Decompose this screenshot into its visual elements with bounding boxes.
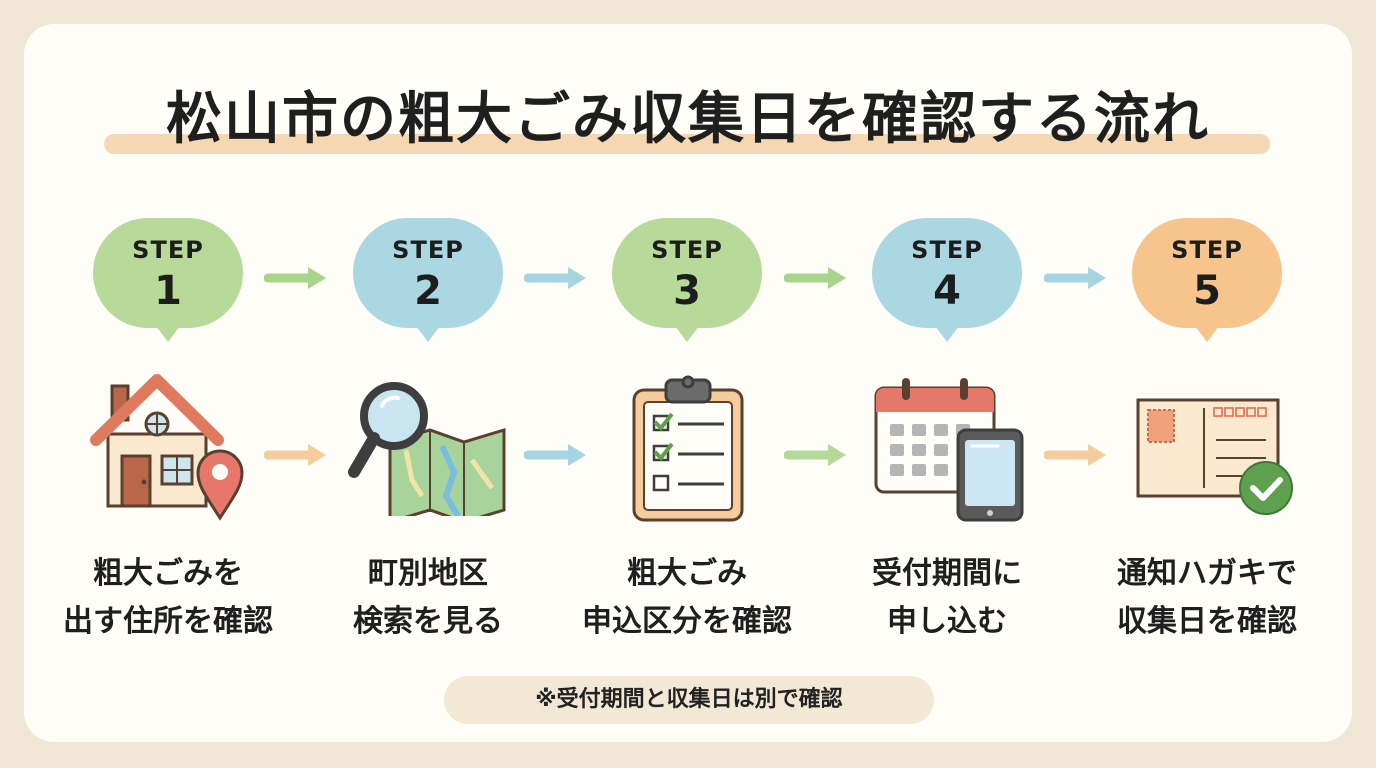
step-2-caption-line1: 町別地区: [368, 556, 488, 591]
arrow-right-icon: [784, 444, 846, 466]
step-2-caption-line2: 検索を見る: [353, 604, 503, 639]
arrow-right-icon: [784, 267, 846, 289]
house-location-icon: [90, 374, 244, 521]
calendar-phone-icon: [874, 378, 1024, 522]
step-1-caption-line1: 粗大ごみを: [93, 556, 243, 591]
arrow-right-icon: [264, 267, 326, 289]
step-5-caption: 通知ハガキで 収集日を確認: [1072, 550, 1342, 646]
step-2-bubble: STEP 2: [353, 218, 503, 342]
page-title: 松山市の粗大ごみ収集日を確認する流れ: [166, 87, 1210, 152]
step-2-label: STEP: [392, 236, 464, 264]
step-3-label: STEP: [651, 236, 723, 264]
step-5-caption-line1: 通知ハガキで: [1117, 556, 1297, 591]
magnifier-map-icon: [348, 382, 506, 516]
step-5-bubble: STEP 5: [1132, 218, 1282, 342]
step-1-bubble: STEP 1: [93, 218, 243, 342]
step-1-number: 1: [154, 268, 182, 314]
step-1-caption: 粗大ごみを 出す住所を確認: [33, 550, 303, 646]
arrow-right-icon: [264, 444, 326, 466]
step-4-caption-line2: 申し込む: [887, 604, 1007, 639]
step-2-number: 2: [414, 268, 442, 314]
step-4-bubble: STEP 4: [872, 218, 1022, 342]
footnote-badge: ※受付期間と収集日は別で確認: [444, 676, 934, 724]
postcard-check-icon: [1136, 398, 1293, 515]
step-4-number: 4: [933, 268, 961, 314]
step-3-number: 3: [673, 268, 701, 314]
arrow-right-icon: [524, 444, 586, 466]
step-4-caption: 受付期間に 申し込む: [812, 550, 1082, 646]
arrow-right-icon: [1044, 444, 1106, 466]
step-5-caption-line2: 収集日を確認: [1117, 604, 1297, 639]
step-3-bubble: STEP 3: [612, 218, 762, 342]
step-5-number: 5: [1193, 268, 1221, 314]
step-3-caption-line2: 申込区分を確認: [582, 604, 792, 639]
arrow-right-icon: [524, 267, 586, 289]
step-4-caption-line1: 受付期間に: [872, 556, 1022, 591]
step-1-caption-line2: 出す住所を確認: [63, 604, 273, 639]
title-wrap: 松山市の粗大ごみ収集日を確認する流れ: [0, 84, 1376, 156]
step-5-label: STEP: [1171, 236, 1243, 264]
step-4-label: STEP: [911, 236, 983, 264]
title-underline: [104, 134, 1270, 154]
step-3-caption-line1: 粗大ごみ: [627, 556, 747, 591]
clipboard-checklist-icon: [632, 375, 744, 522]
step-2-caption: 町別地区 検索を見る: [293, 550, 563, 646]
arrow-right-icon: [1044, 267, 1106, 289]
step-1-label: STEP: [132, 236, 204, 264]
step-3-caption: 粗大ごみ 申込区分を確認: [552, 550, 822, 646]
